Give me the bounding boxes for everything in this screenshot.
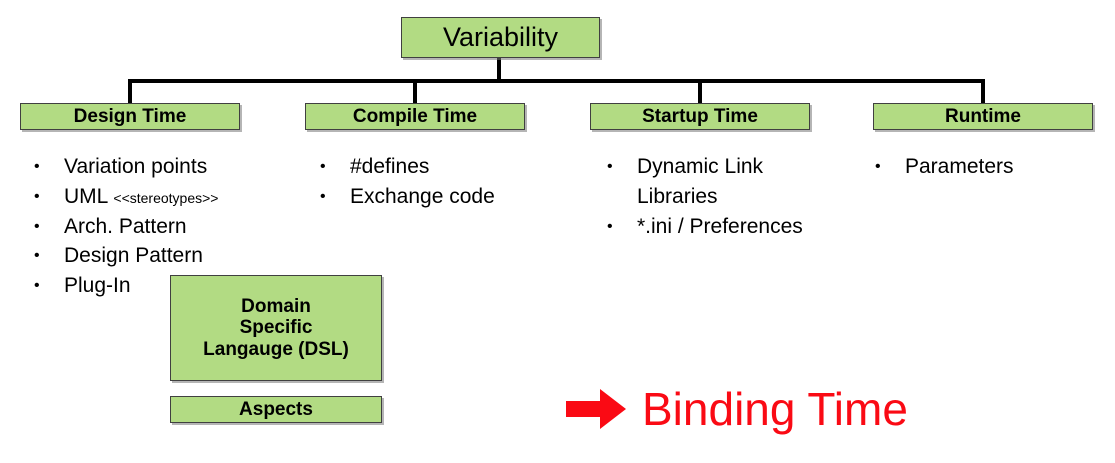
- bullet-dot-icon: •: [34, 217, 40, 235]
- list-item: • *.ini / Preferences: [607, 212, 832, 242]
- bullet-list-design-time: • Variation points • UML <<stereotypes>>…: [34, 152, 284, 301]
- bullet-list-startup-time: • Dynamic Link Libraries • *.ini / Prefe…: [607, 152, 832, 241]
- node-runtime: Runtime: [873, 103, 1093, 130]
- bullet-list-compile-time: • #defines • Exchange code: [320, 152, 570, 212]
- node-compile-time: Compile Time: [305, 103, 525, 130]
- list-item-label: #defines: [350, 155, 430, 178]
- list-item: • UML <<stereotypes>>: [34, 182, 284, 212]
- node-variability: Variability: [401, 17, 600, 58]
- bullet-dot-icon: •: [34, 158, 40, 175]
- list-item: • Plug-In: [34, 271, 284, 301]
- list-item-label: Plug-In: [64, 274, 131, 298]
- bullet-list-runtime: • Parameters: [875, 152, 1095, 182]
- bullet-dot-icon: •: [607, 158, 613, 175]
- dsl-line-3: Langauge (DSL): [203, 338, 349, 360]
- list-item-label: Design Pattern: [64, 244, 203, 268]
- list-item: • Exchange code: [320, 182, 570, 212]
- right-arrow-icon: [566, 389, 626, 429]
- bullet-dot-icon: •: [320, 158, 326, 175]
- connector-root-stem: [497, 57, 501, 82]
- bullet-dot-icon: •: [34, 247, 40, 265]
- list-item-stereotype: <<stereotypes>>: [113, 189, 219, 206]
- node-aspects: Aspects: [170, 396, 382, 423]
- list-item: • Arch. Pattern: [34, 212, 284, 242]
- list-item-label: Dynamic Link Libraries: [637, 155, 764, 208]
- bullet-dot-icon: •: [34, 277, 40, 295]
- connector-drop-runtime: [981, 79, 985, 104]
- list-item-label: Variation points: [64, 155, 208, 178]
- connector-drop-design-time: [128, 79, 132, 104]
- list-item: • #defines: [320, 152, 570, 182]
- list-item: • Parameters: [875, 152, 1095, 182]
- list-item-label: Arch. Pattern: [64, 214, 187, 238]
- connector-horizontal-bus: [130, 79, 985, 83]
- binding-time-label: Binding Time: [642, 383, 908, 435]
- node-design-time: Design Time: [20, 103, 240, 130]
- bullet-dot-icon: •: [875, 158, 881, 175]
- bullet-dot-icon: •: [34, 187, 40, 205]
- connector-drop-startup-time: [698, 79, 702, 104]
- dsl-line-1: Domain: [241, 296, 311, 318]
- connector-drop-compile-time: [413, 79, 417, 104]
- list-item-label: Exchange code: [350, 184, 495, 208]
- binding-time-callout: Binding Time: [566, 386, 908, 432]
- node-domain-specific-language: Domain Specific Langauge (DSL): [170, 275, 382, 381]
- list-item-text: UML: [64, 184, 114, 208]
- dsl-line-2: Specific: [239, 317, 313, 339]
- bullet-dot-icon: •: [607, 217, 613, 235]
- node-startup-time: Startup Time: [590, 103, 810, 130]
- list-item-label: Parameters: [905, 155, 1014, 178]
- list-item: • Dynamic Link Libraries: [607, 152, 832, 212]
- list-item: • Design Pattern: [34, 241, 284, 271]
- list-item-label: UML <<stereotypes>>: [64, 182, 284, 212]
- bullet-dot-icon: •: [320, 187, 326, 205]
- list-item-label: *.ini / Preferences: [637, 214, 803, 238]
- list-item: • Variation points: [34, 152, 284, 182]
